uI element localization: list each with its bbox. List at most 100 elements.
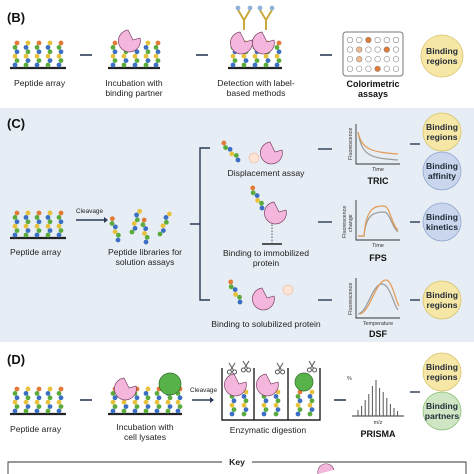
peptide-array-c — [10, 210, 66, 240]
svg-text:Fluorescence: Fluorescence — [342, 206, 348, 238]
cleavage-d-label: Cleavage — [190, 387, 217, 394]
well — [365, 36, 372, 44]
incubation-b-line2: binding partner — [105, 88, 162, 98]
well — [346, 56, 354, 63]
svg-text:Binding: Binding — [426, 122, 458, 132]
svg-text:Binding: Binding — [426, 362, 458, 372]
svg-text:Binding: Binding — [426, 161, 458, 171]
peptide-array-d-label: Peptide array — [10, 424, 62, 434]
well — [365, 56, 372, 63]
panel-c: (C) Peptide array Cleavage Peptide libra… — [7, 112, 462, 339]
bracket-c — [190, 147, 210, 301]
panel-c-label: (C) — [7, 116, 25, 131]
well — [356, 36, 363, 44]
detection-b-line1: Detection with label- — [217, 78, 295, 88]
detection-b-line2: based methods — [227, 88, 286, 98]
svg-text:partners: partners — [425, 411, 460, 421]
svg-text:%: % — [347, 376, 352, 382]
well — [356, 46, 363, 53]
panel-b-label: (B) — [7, 10, 25, 25]
well — [346, 46, 354, 53]
svg-text:Binding: Binding — [426, 401, 458, 411]
peptide-library-illustration — [107, 207, 173, 245]
immobilized-illustration — [247, 184, 287, 245]
svg-text:Binding: Binding — [426, 290, 458, 300]
svg-text:regions: regions — [426, 372, 457, 382]
panel-d: (D) Peptide array Incubation with cell l… — [7, 352, 462, 442]
well — [392, 56, 400, 63]
incubation-b-line1: Incubation with — [105, 78, 163, 88]
incubation-illustration-b — [108, 29, 161, 70]
svg-text:Temperature: Temperature — [363, 321, 393, 327]
well — [346, 65, 354, 72]
badge-binding-regions-c1: Binding regions — [422, 112, 462, 152]
badge-binding-regions-d: Binding regions — [422, 352, 462, 392]
well — [374, 36, 381, 44]
well — [374, 46, 381, 53]
svg-text:Fluorescence: Fluorescence — [348, 128, 354, 160]
svg-text:regions: regions — [426, 132, 457, 142]
svg-text:change: change — [348, 214, 354, 232]
peptide-array-b — [10, 40, 66, 70]
svg-text:m/z: m/z — [374, 420, 383, 426]
scissors-icon — [226, 360, 318, 375]
well — [383, 46, 390, 53]
svg-text:affinity: affinity — [428, 171, 456, 181]
well — [365, 46, 372, 53]
digestion-illustration — [221, 360, 321, 421]
displacement-label: Displacement assay — [228, 168, 306, 178]
antibody-icon — [235, 5, 275, 30]
detection-illustration-b — [228, 5, 282, 70]
peptide-array-c-label: Peptide array — [10, 247, 62, 257]
badge-binding-regions-c2: Binding regions — [422, 280, 462, 320]
incubation-d-line2: cell lysates — [124, 432, 166, 442]
libraries-line1: Peptide libraries for — [108, 247, 182, 257]
panel-d-label: (D) — [7, 352, 25, 367]
tric-label: TRIC — [368, 176, 389, 186]
dsf-label: DSF — [369, 329, 388, 339]
peptide-array-d — [10, 386, 66, 416]
svg-text:Time: Time — [372, 167, 384, 173]
well — [356, 56, 363, 63]
well-plate-icon — [342, 31, 404, 77]
svg-text:Binding: Binding — [426, 212, 458, 222]
badge-binding-regions-b: Binding regions — [420, 34, 464, 78]
peptide-array-b-label: Peptide array — [14, 78, 66, 88]
well — [392, 65, 400, 72]
well — [383, 36, 390, 44]
well — [392, 46, 400, 53]
incubation-illustration-d — [108, 372, 183, 416]
svg-text:Time: Time — [372, 243, 384, 249]
well — [392, 36, 400, 44]
well — [383, 65, 390, 72]
svg-text:regions: regions — [426, 300, 457, 310]
badge-binding-partners-d: Binding partners — [422, 391, 462, 431]
svg-text:Fluorescence: Fluorescence — [348, 283, 354, 315]
assay-b-line1: Colorimetric — [346, 79, 399, 89]
immobilized-line2: protein — [253, 258, 279, 268]
protein-blob-icon — [118, 29, 141, 53]
badge-binding-affinity-c: Binding affinity — [422, 151, 462, 191]
solubilized-label: Binding to solubilized protein — [211, 319, 321, 329]
key-box: Key — [7, 457, 467, 474]
assay-b-line2: assays — [358, 89, 388, 99]
svg-text:regions: regions — [426, 56, 457, 66]
mass-spectrum-icon: % m/z — [347, 376, 404, 426]
well — [346, 36, 354, 44]
well — [374, 65, 381, 72]
displacement-illustration — [219, 139, 283, 165]
immobilized-line1: Binding to immobilized — [223, 248, 309, 258]
fps-plot: Fluorescence change Time — [342, 200, 400, 249]
badge-binding-kinetics-c: Binding kinetics — [422, 202, 462, 242]
digestion-label: Enzymatic digestion — [230, 425, 307, 435]
tric-plot: Fluorescence Time — [348, 124, 400, 173]
well — [356, 65, 363, 72]
svg-text:Binding: Binding — [426, 46, 458, 56]
libraries-line2: solution assays — [116, 257, 175, 267]
well — [374, 56, 381, 63]
incubation-d-line1: Incubation with — [116, 422, 174, 432]
prisma-label: PRISMA — [360, 429, 396, 439]
fps-label: FPS — [369, 253, 387, 263]
well — [383, 56, 390, 63]
